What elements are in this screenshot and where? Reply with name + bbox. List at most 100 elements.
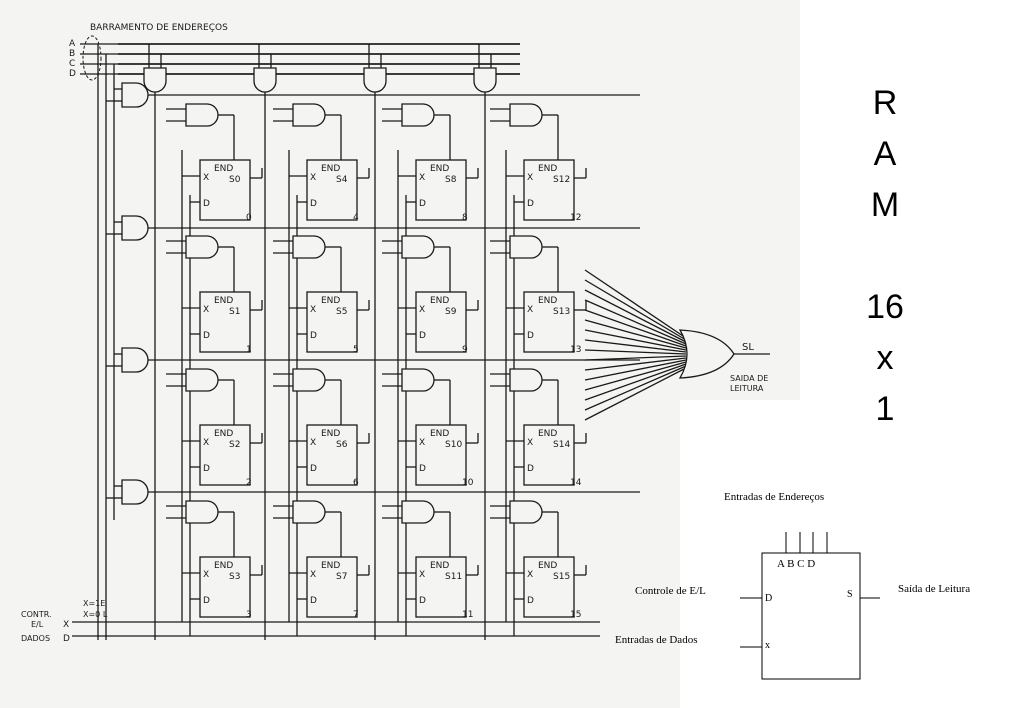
cell-select-and-gate [292,235,326,259]
cell-body [306,159,358,221]
title-spacer [850,231,920,282]
cell-select-and-gate [509,103,543,127]
cell-end-label: END [214,561,233,571]
cell-output-label: S0 [229,175,241,185]
cell-d-label: D [527,199,534,209]
block-pin-d-label: D [765,593,772,604]
output-collect-line [584,361,687,391]
cell-end-label: END [214,429,233,439]
cell-d-label: D [527,464,534,474]
output-collect-line [584,357,687,371]
cell-select-and-gate [185,368,219,392]
output-collect-line [584,299,687,345]
cell-output-label: S15 [553,572,570,582]
data-pin-label: D [63,634,70,644]
wiring [72,43,770,640]
bus-line-c-label: C [69,59,75,69]
cell-body [415,291,467,353]
output-collect-line [584,363,687,401]
cell-select-and-gate [185,235,219,259]
control-label-el: E/L [31,620,44,629]
cell-output-label: S11 [445,572,462,582]
cell-select-and-gate [509,235,543,259]
block-control-label: Controle de E/L [635,585,706,597]
cell-x-label: X [419,305,425,315]
cell-output-label: S8 [445,175,457,185]
cell-x-label: X [419,570,425,580]
cell-number-label: 2 [246,478,252,488]
read-mode-label: X=0 L [83,610,108,619]
block-pin-x-label: x [765,640,770,651]
column-decoder-and-gate [253,67,277,93]
cell-select-and-gate [185,500,219,524]
cell-x-label: X [527,173,533,183]
cell-x-label: X [203,173,209,183]
block-pins-label: A B C D [777,558,815,570]
cell-body [523,159,575,221]
cell-body [306,424,358,486]
output-label: SL [742,342,754,353]
output-collect-line [584,309,687,347]
cell-x-label: X [203,570,209,580]
cell-end-label: END [430,164,449,174]
cell-d-label: D [310,596,317,606]
cell-x-label: X [527,570,533,580]
output-collect-line [584,367,687,421]
cell-number-label: 11 [462,610,473,620]
block-pin-s-label: S [847,589,853,600]
cell-number-label: 3 [246,610,252,620]
output-collect-line [584,359,687,381]
cell-end-label: END [538,164,557,174]
cell-d-label: D [310,199,317,209]
cell-body [306,556,358,618]
cell-number-label: 10 [462,478,474,488]
cell-output-label: S9 [445,307,457,317]
cell-end-label: END [214,164,233,174]
output-collect-line [584,365,687,411]
cell-body [306,291,358,353]
cell-end-label: END [538,296,557,306]
cell-output-label: S7 [336,572,347,582]
column-decoder-and-gate [363,67,387,93]
cell-body [523,424,575,486]
bus-line-d-label: D [69,69,76,79]
row-decoder-and-gate [121,215,149,241]
cell-end-label: END [321,164,340,174]
cell-end-label: END [321,561,340,571]
cell-x-label: X [310,570,316,580]
cell-body [199,291,251,353]
cell-body [415,159,467,221]
cell-number-label: 13 [570,345,581,355]
column-decoder-and-gate [143,67,167,93]
cell-select-and-gate [401,235,435,259]
cell-output-label: S4 [336,175,348,185]
cell-select-and-gate [292,500,326,524]
output-collect-line [584,329,687,351]
cell-select-and-gate [292,368,326,392]
cell-number-label: 9 [462,345,468,355]
title-letter: M [870,186,900,224]
block-body [761,552,861,680]
cell-body [415,556,467,618]
gates [121,67,735,524]
cell-x-label: X [419,438,425,448]
cell-d-label: D [527,596,534,606]
block-data-inputs-label: Entradas de Dados [615,634,697,646]
title-size: 16 [866,288,904,326]
cell-end-label: END [430,296,449,306]
title-width: 1 [875,390,895,428]
control-label: CONTR. [21,610,52,619]
output-collect-line [584,279,687,341]
data-label: DADOS [21,634,50,643]
cell-d-label: D [203,199,210,209]
output-collect-line [584,355,687,361]
output-collect-line [584,319,687,349]
cell-output-label: S5 [336,307,347,317]
cell-end-label: END [321,429,340,439]
